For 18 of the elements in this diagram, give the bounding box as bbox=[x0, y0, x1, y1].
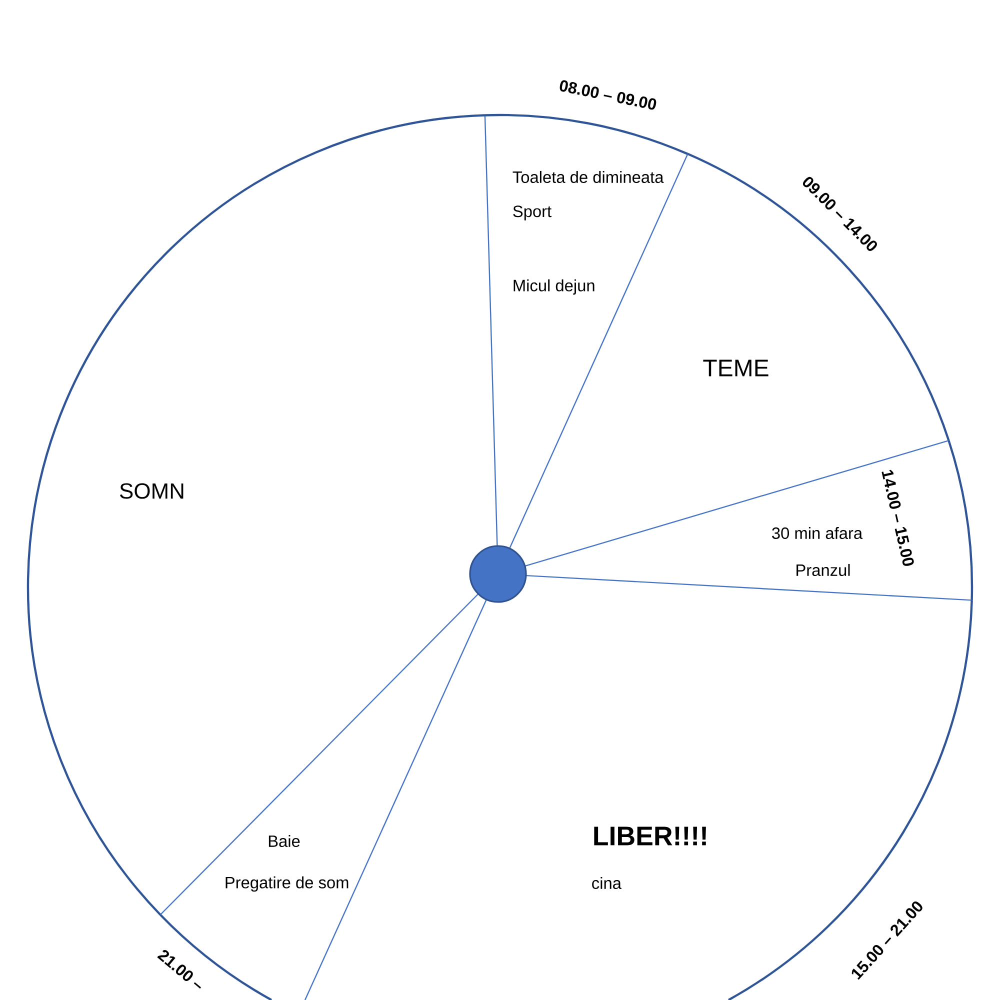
time-label: 14.00 – 15.00 bbox=[882, 470, 914, 566]
activity-label: SOMN bbox=[120, 483, 184, 499]
activity-label: Micul dejun bbox=[514, 279, 594, 295]
activity-label: Pregatire de som bbox=[226, 876, 348, 892]
activity-label: 30 min afara bbox=[772, 526, 863, 539]
time-label: 08.00 – 09.00 bbox=[560, 80, 656, 110]
pie-sector bbox=[524, 440, 974, 600]
pie-sector bbox=[484, 80, 688, 546]
pie-sector bbox=[157, 599, 487, 1000]
activity-label: TEME bbox=[703, 360, 768, 376]
activity-label: Baie bbox=[268, 834, 300, 848]
activity-label: cina bbox=[592, 876, 622, 890]
activity-label: Pranzul bbox=[796, 564, 850, 576]
pie-sector bbox=[526, 574, 973, 1000]
activity-label: Toaleta de dimineata bbox=[512, 170, 664, 183]
activity-label: Sport bbox=[513, 206, 552, 220]
activity-label: LIBER!!!! bbox=[594, 826, 706, 846]
pie-sector bbox=[27, 114, 486, 916]
